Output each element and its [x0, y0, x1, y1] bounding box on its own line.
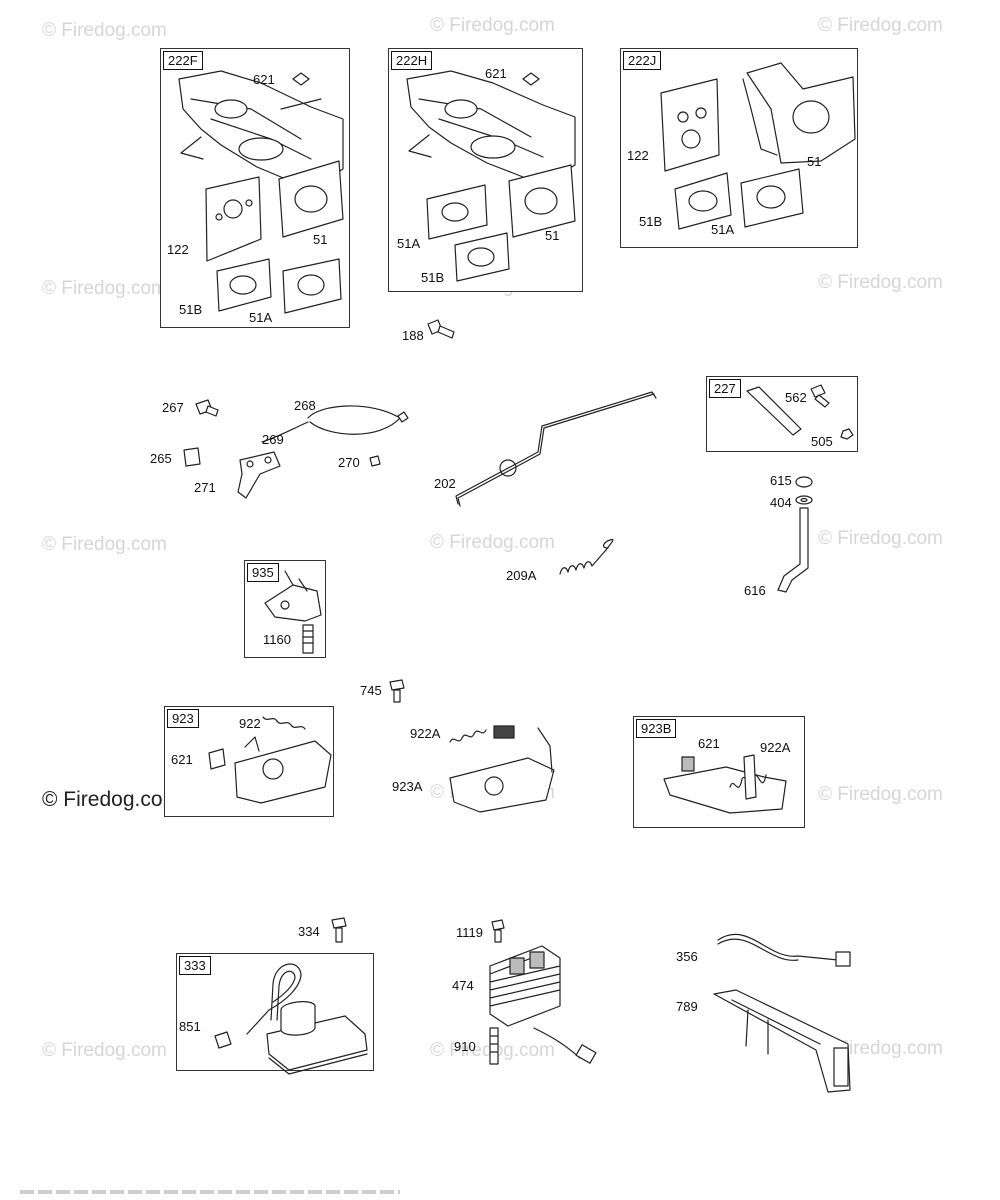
watermark: © Firedog.com	[42, 1040, 167, 1061]
part-label: 505	[811, 434, 833, 449]
part-label: 268	[294, 398, 316, 413]
part-label: 51B	[179, 302, 203, 317]
governor-link-202-illustration	[455, 391, 657, 507]
kit-box-222H[interactable]: 222H 621 51A 51 51B	[388, 48, 583, 292]
part-label: 474	[452, 978, 474, 993]
lever-227-illustration	[746, 384, 854, 440]
control-bracket-923B-illustration	[663, 754, 787, 814]
kit-tag: 227	[709, 379, 741, 398]
screw-188-illustration	[427, 319, 455, 339]
part-label: 51A	[397, 236, 421, 251]
part-label: 267	[162, 400, 184, 415]
part-label: 851	[179, 1019, 201, 1034]
part-label: 51A	[711, 222, 735, 237]
armature-474-illustration	[489, 919, 597, 1065]
kit-box-923B[interactable]: 923B 621 922A	[633, 716, 805, 828]
part-label: 562	[785, 390, 807, 405]
part-label: 51	[545, 228, 560, 243]
kit-tag: 222J	[623, 51, 662, 70]
watermark: © Firedog.com	[818, 1038, 943, 1059]
part-label: 269	[262, 432, 284, 447]
kit-tag: 222H	[391, 51, 433, 70]
governor-bracket-illustration	[660, 62, 856, 230]
kit-tag: 923	[167, 709, 199, 728]
part-label: 122	[167, 242, 189, 257]
kit-box-935[interactable]: 935 1160	[244, 560, 326, 658]
wire-harness-789-illustration	[713, 933, 851, 1093]
part-label: 334	[298, 924, 320, 939]
spring-209A-illustration	[559, 538, 614, 575]
part-label: 51	[807, 154, 822, 169]
part-label: 621	[698, 736, 720, 751]
part-label: 51B	[639, 214, 663, 229]
kit-tag: 923B	[636, 719, 677, 738]
watermark: © Firedog.com	[818, 528, 943, 549]
bracket-935-illustration	[264, 570, 322, 654]
part-label: 356	[676, 949, 698, 964]
footer-strip	[20, 1190, 400, 1194]
part-label: 51A	[249, 310, 273, 325]
watermark: © Firedog.com	[42, 278, 167, 299]
kit-tag: 222F	[163, 51, 203, 70]
part-label: 202	[434, 476, 456, 491]
part-label: 789	[676, 999, 698, 1014]
watermark: © Firedog.com	[42, 534, 167, 555]
part-label: 621	[485, 66, 507, 81]
kit-tag: 935	[247, 563, 279, 582]
kit-box-227[interactable]: 227 562 505	[706, 376, 858, 452]
watermark: © Firedog.com	[818, 272, 943, 293]
part-label: 271	[194, 480, 216, 495]
part-label: 1119	[456, 925, 483, 940]
part-label: 910	[454, 1039, 476, 1054]
part-label: 1160	[263, 632, 291, 647]
control-bracket-923-illustration	[208, 716, 332, 804]
part-label: 621	[171, 752, 193, 767]
watermark: © Firedog.com	[430, 15, 555, 36]
control-bracket-923A-illustration	[449, 725, 555, 813]
part-label: 922A	[410, 726, 441, 741]
screw-334-illustration	[331, 917, 347, 943]
watermark: © Firedog.com	[818, 15, 943, 36]
part-label: 270	[338, 455, 360, 470]
throttle-parts-illustration	[183, 399, 409, 499]
watermark: © Firedog.com	[430, 532, 555, 553]
part-label: 209A	[506, 568, 537, 583]
ignition-coil-333-illustration	[214, 963, 368, 1075]
kit-tag: 333	[179, 956, 211, 975]
part-label: 188	[402, 328, 424, 343]
governor-bracket-illustration	[406, 70, 576, 282]
governor-bracket-illustration	[178, 70, 344, 314]
kit-box-222J[interactable]: 222J 122 51 51B 51A	[620, 48, 858, 248]
kit-box-333[interactable]: 333 851	[176, 953, 374, 1075]
part-label: 922A	[760, 740, 791, 755]
part-label: 51	[313, 232, 328, 247]
part-label: 922	[239, 716, 261, 731]
screw-745-illustration	[389, 679, 405, 703]
part-label: 616	[744, 583, 766, 598]
part-label: 745	[360, 683, 382, 698]
watermark: © Firedog.com	[818, 784, 943, 805]
shaft-616-illustration	[777, 476, 813, 593]
part-label: 122	[627, 148, 649, 163]
part-label: 615	[770, 473, 792, 488]
part-label: 621	[253, 72, 275, 87]
part-label: 404	[770, 495, 792, 510]
kit-box-923[interactable]: 923 922 621	[164, 706, 334, 817]
part-label: 923A	[392, 779, 423, 794]
kit-box-222F[interactable]: 222F 621 122 51 51B 51A	[160, 48, 350, 328]
part-label: 265	[150, 451, 172, 466]
part-label: 51B	[421, 270, 445, 285]
watermark: © Firedog.com	[42, 788, 181, 811]
watermark: © Firedog.com	[42, 20, 167, 41]
